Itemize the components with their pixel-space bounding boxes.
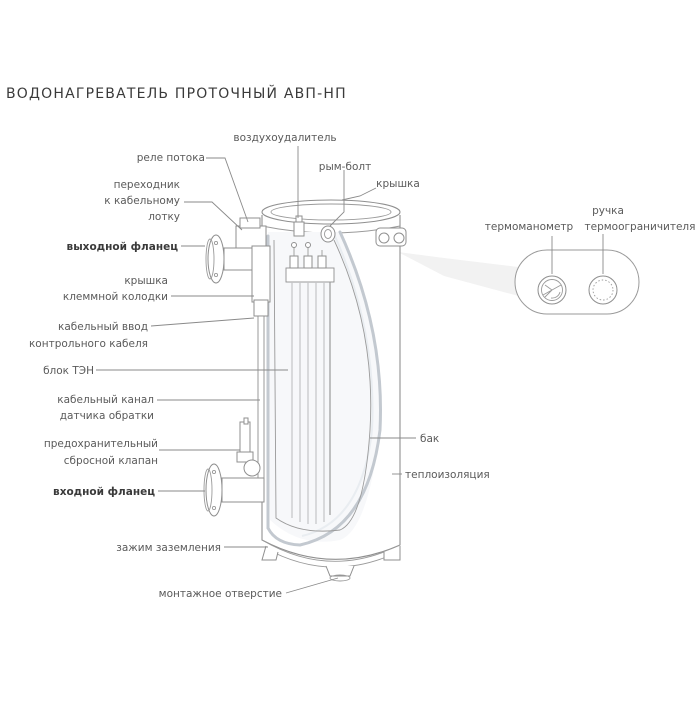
heater-block bbox=[285, 242, 335, 524]
label-insulation: теплоизоляция bbox=[405, 469, 490, 481]
leader-lines bbox=[96, 146, 604, 594]
terminal-studs bbox=[289, 242, 327, 269]
tank-gauges bbox=[375, 227, 407, 247]
label-sensor-channel-2: датчика обратки bbox=[60, 410, 154, 422]
label-heater-block: блок ТЭН bbox=[43, 365, 94, 377]
label-tank: бак bbox=[420, 433, 439, 445]
label-adapter-1: переходник bbox=[114, 179, 180, 191]
label-flow-relay: реле потока bbox=[137, 152, 205, 164]
label-limiter-knob-2: термоограничителя bbox=[585, 221, 696, 233]
label-terminal-cover-2: клеммной колодки bbox=[63, 291, 168, 303]
label-adapter-2: к кабельному bbox=[104, 195, 180, 207]
air-vent bbox=[293, 215, 305, 237]
label-top-cover: крышка bbox=[376, 178, 420, 190]
label-cable-entry-1: кабельный ввод bbox=[58, 321, 148, 333]
labels: воздухоудалитель реле потока рым-болт кр… bbox=[29, 132, 696, 600]
flow-relay bbox=[235, 217, 271, 317]
label-limiter-knob-1: ручка bbox=[592, 205, 624, 217]
label-outlet-flange: выходной фланец bbox=[67, 241, 179, 253]
label-cable-entry-2: контрольного кабеля bbox=[29, 338, 148, 350]
thermomanometer-icon bbox=[537, 275, 567, 305]
diagram-title: ВОДОНАГРЕВАТЕЛЬ ПРОТОЧНЫЙ АВП-НП bbox=[6, 86, 347, 102]
gauge-callout bbox=[398, 249, 640, 315]
label-ground-clamp: зажим заземления bbox=[116, 542, 221, 554]
label-mount-hole: монтажное отверстие bbox=[159, 588, 282, 600]
eye-bolt bbox=[320, 225, 336, 243]
label-adapter-3: лотку bbox=[148, 211, 180, 223]
label-eye-bolt: рым-болт bbox=[319, 161, 371, 173]
callout-wedge bbox=[398, 252, 526, 298]
label-sensor-channel-1: кабельный канал bbox=[57, 394, 154, 406]
relief-valve bbox=[236, 417, 261, 477]
callout-panel bbox=[514, 249, 640, 315]
label-relief-valve-2: сбросной клапан bbox=[64, 455, 158, 467]
inlet-flange bbox=[203, 463, 265, 517]
tank-legs bbox=[261, 545, 401, 582]
limiter-knob-icon bbox=[588, 275, 618, 305]
label-terminal-cover-1: крышка bbox=[124, 275, 168, 287]
label-thermomanometer: термоманометр bbox=[485, 221, 574, 233]
label-air-vent: воздухоудалитель bbox=[233, 132, 336, 144]
label-inlet-flange: входной фланец bbox=[53, 486, 155, 498]
label-relief-valve-1: предохранительный bbox=[44, 438, 158, 450]
